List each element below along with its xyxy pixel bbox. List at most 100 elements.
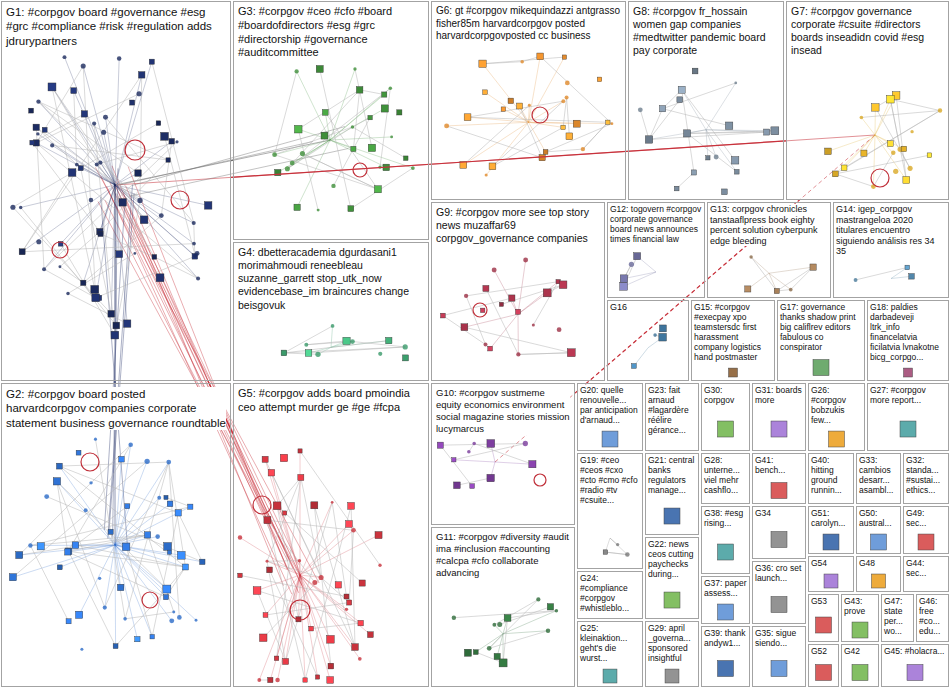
vertex-icon <box>480 308 484 312</box>
vertex-edge <box>106 117 194 223</box>
vertex-edge <box>115 537 158 545</box>
vertex-icon <box>659 333 667 341</box>
vertex-icon <box>771 532 787 548</box>
vertex-edge <box>649 132 767 139</box>
vertex-icon <box>543 150 548 155</box>
vertex-edge <box>115 200 140 335</box>
vertex-edge <box>19 535 147 555</box>
vertex-edge <box>706 130 737 172</box>
self-loop <box>473 303 487 317</box>
vertex-edge <box>65 57 116 185</box>
vertex-edge <box>22 244 194 252</box>
vertex-edge <box>68 293 127 323</box>
vertex-dot <box>92 122 96 126</box>
vertex-dot <box>331 501 334 504</box>
vertex-dot <box>272 152 277 157</box>
vertex-dot <box>28 543 32 547</box>
vertex-icon <box>138 72 144 78</box>
vertex-icon <box>509 295 515 301</box>
vertex-edge <box>125 612 174 619</box>
self-loop <box>871 169 889 187</box>
vertex-icon <box>71 88 77 94</box>
vertex-edge <box>454 460 495 462</box>
vertex-edge <box>115 545 121 587</box>
vertex-edge <box>861 117 875 135</box>
vertex-edge <box>605 552 627 554</box>
vertex-edge <box>166 497 190 506</box>
vertex-dot <box>487 646 492 651</box>
vertex-icon <box>852 622 868 638</box>
vertex-edge <box>332 502 346 596</box>
vertex-icon <box>539 155 545 161</box>
vertex-icon <box>311 502 318 509</box>
group-label: G26: #corpgov bobzukis few... <box>811 385 862 425</box>
vertex-edge <box>148 535 174 612</box>
vertex-dot <box>638 107 643 112</box>
vertex-icon <box>725 122 732 129</box>
vertex-edge <box>769 267 813 273</box>
vertex-icon <box>872 104 879 111</box>
vertex-edge <box>267 561 300 575</box>
vertex-icon <box>283 658 289 664</box>
vertex-dot <box>561 99 565 103</box>
vertex-icon <box>562 55 566 59</box>
vertex-dot <box>629 262 634 267</box>
group-panel: G52 <box>808 644 839 687</box>
vertex-dot <box>485 174 488 177</box>
vertex-dot <box>285 166 290 171</box>
vertex-icon <box>53 478 60 485</box>
vertex-dot <box>557 327 562 332</box>
vertex-icon <box>268 677 273 682</box>
vertex-edge <box>311 623 361 628</box>
vertex-icon <box>386 337 392 343</box>
vertex-icon <box>900 421 916 437</box>
vertex-icon <box>348 502 355 509</box>
vertex-icon <box>156 121 161 126</box>
group-panel: G48 <box>856 556 901 592</box>
vertex-edge <box>13 461 147 577</box>
vertex-edge <box>440 445 472 486</box>
vertex-edge <box>284 353 318 354</box>
vertex-edge <box>300 575 330 639</box>
vertex-dot <box>10 205 15 210</box>
vertex-icon <box>117 584 123 590</box>
vertex-edge <box>284 326 333 353</box>
group-panel: G34 <box>752 506 806 559</box>
vertex-icon <box>403 355 409 361</box>
group-panel: G23: fait arnaud #lagardère réélire géra… <box>645 383 699 451</box>
group-panel: G2: #corpgov board posted harvardcorpgov… <box>1 383 231 687</box>
vertex-icon <box>177 551 185 559</box>
vertex-edge <box>36 127 81 168</box>
vertex-edge <box>284 341 389 353</box>
vertex-dot <box>854 278 858 282</box>
vertex-icon <box>65 548 72 555</box>
group-label: G37: paper assess... <box>704 578 747 598</box>
vertex-icon <box>645 136 652 143</box>
group-label: G10: #corpgov sustmeme equity economics … <box>436 387 570 435</box>
vertex-edge <box>115 445 131 545</box>
vertex-edge <box>275 155 378 190</box>
vertex-icon <box>504 615 511 622</box>
group-label: G41: bench... <box>755 455 803 475</box>
group-panel: G14: igep_corpgov mastrangeloa 2020 titu… <box>833 202 949 298</box>
vertex-dot <box>58 265 61 268</box>
vertex-dot <box>908 166 913 171</box>
vertex-icon <box>683 130 690 137</box>
vertex-icon <box>479 60 486 67</box>
vertex-edge <box>36 143 198 279</box>
vertex-icon <box>907 665 923 681</box>
group-panel: G19: #ceo #ceos #cxo #cto #cmo #cfo #rad… <box>577 453 643 569</box>
group-panel: G44: sec... <box>903 556 949 592</box>
vertex-edge <box>300 535 379 575</box>
group-label: G38: #esg rising... <box>704 508 747 528</box>
vertex-icon <box>872 574 886 588</box>
vertex-dot <box>133 252 136 255</box>
vertex-icon <box>78 166 83 171</box>
vertex-edge <box>69 551 116 646</box>
vertex-icon <box>328 663 334 669</box>
group-label: G54 <box>811 558 827 568</box>
vertex-edge <box>125 462 169 619</box>
group-panel: G25: kleinaktion... geht's die wurst... <box>577 621 643 687</box>
vertex-edge <box>540 56 612 123</box>
vertex-edge <box>489 631 548 649</box>
